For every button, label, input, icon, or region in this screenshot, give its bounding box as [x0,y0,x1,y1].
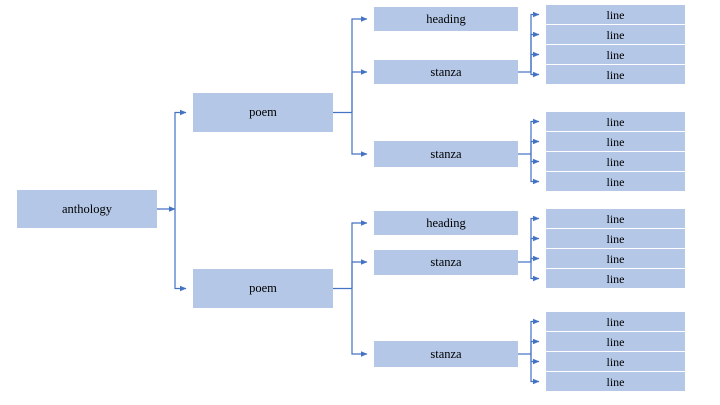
node-poem-2-label: poem [249,281,277,296]
node-line[interactable]: line [546,209,685,228]
node-line-label: line [606,154,625,169]
node-line[interactable]: line [546,249,685,268]
node-line[interactable]: line [546,112,685,131]
node-heading-1[interactable]: heading [374,7,518,31]
node-line-label: line [606,354,625,369]
node-line-label: line [606,27,625,42]
node-line-label: line [606,114,625,129]
node-heading-2[interactable]: heading [374,211,518,235]
links-poem2-to-children [333,220,368,357]
node-line[interactable]: line [546,5,685,24]
node-poem-2[interactable]: poem [193,269,333,308]
node-line[interactable]: line [546,45,685,64]
node-line-label: line [606,7,625,22]
node-line-label: line [606,271,625,286]
node-stanza-1-label: stanza [430,64,462,79]
node-stanza-2-label: stanza [430,146,462,161]
links-stanza2-to-lines [518,118,540,185]
links-stanza4-to-lines [518,318,540,385]
node-anthology-label: anthology [62,201,112,216]
node-line-label: line [606,314,625,329]
node-line[interactable]: line [546,372,685,391]
node-line-label: line [606,67,625,82]
node-stanza-4-label: stanza [430,346,462,361]
node-heading-2-label: heading [426,215,466,230]
node-line-label: line [606,231,625,246]
node-stanza-3[interactable]: stanza [374,250,518,275]
node-line[interactable]: line [546,25,685,44]
node-line[interactable]: line [546,172,685,191]
node-line[interactable]: line [546,132,685,151]
node-line-label: line [606,134,625,149]
node-line[interactable]: line [546,269,685,288]
node-line[interactable]: line [546,65,685,84]
node-poem-1-label: poem [249,105,277,120]
node-stanza-1[interactable]: stanza [374,60,518,84]
node-line[interactable]: line [546,332,685,351]
node-line-label: line [606,211,625,226]
node-line-label: line [606,174,625,189]
links-heading1-stanza1-to-lines [518,11,540,78]
node-line[interactable]: line [546,312,685,331]
links-poem1-to-children [333,16,368,157]
node-poem-1[interactable]: poem [193,93,333,132]
links-root-to-poems [157,109,187,292]
node-anthology[interactable]: anthology [17,190,157,228]
node-line-label: line [606,251,625,266]
node-line-label: line [606,334,625,349]
node-line[interactable]: line [546,152,685,171]
node-stanza-4[interactable]: stanza [374,341,518,367]
links-heading2-stanza3-to-lines [518,215,540,282]
node-line[interactable]: line [546,352,685,371]
node-heading-1-label: heading [426,11,466,26]
node-line-label: line [606,374,625,389]
node-line-label: line [606,47,625,62]
node-stanza-2[interactable]: stanza [374,141,518,167]
node-stanza-3-label: stanza [430,255,462,270]
node-line[interactable]: line [546,229,685,248]
